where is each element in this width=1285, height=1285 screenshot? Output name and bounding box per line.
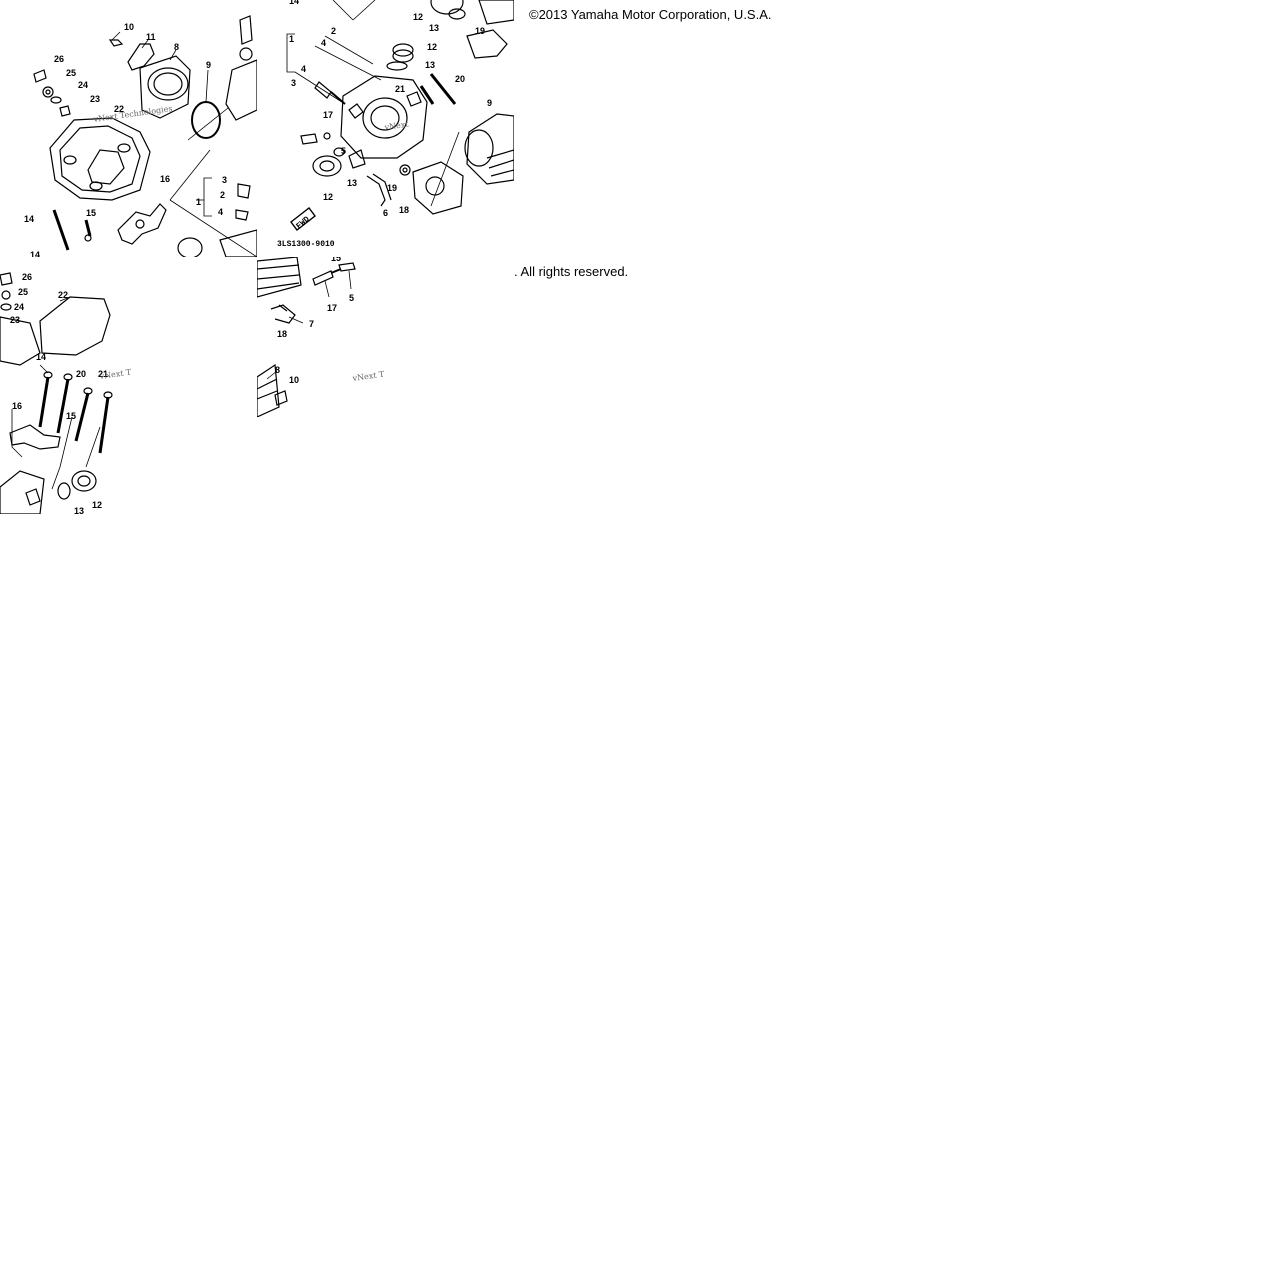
svg-text:7: 7 [309,319,314,329]
svg-text:25: 25 [66,68,76,78]
svg-text:14: 14 [24,214,34,224]
svg-text:18: 18 [277,329,287,339]
svg-text:6: 6 [383,208,388,218]
svg-text:8: 8 [174,42,179,52]
svg-text:17: 17 [327,303,337,313]
diagram-tile-rear-head: 26 25 24 23 22 14 20 21 15 16 12 13 vNex… [0,257,257,514]
svg-text:11: 11 [146,32,156,42]
svg-text:15: 15 [331,257,341,263]
svg-text:3: 3 [222,175,227,185]
svg-text:22: 22 [58,290,68,300]
svg-text:16: 16 [12,401,22,411]
svg-text:16: 16 [160,174,170,184]
svg-text:19: 19 [475,26,485,36]
svg-text:23: 23 [10,315,20,325]
svg-text:1: 1 [289,34,294,44]
svg-text:4: 4 [301,64,306,74]
svg-text:22: 22 [114,104,124,114]
svg-text:2: 2 [331,26,336,36]
svg-text:12: 12 [427,42,437,52]
svg-text:15: 15 [86,208,96,218]
cylinder-head-drawing: 14 2 1 4 12 13 12 13 19 3 4 17 21 20 9 5… [277,0,514,249]
svg-text:21: 21 [395,84,405,94]
svg-text:4: 4 [218,207,223,217]
svg-text:26: 26 [54,54,64,64]
svg-text:15: 15 [66,411,76,421]
diagram-tile-spark-plug: 15 17 5 7 18 8 10 vNext T [257,257,385,417]
svg-text:vNext Technologies: vNext Technologies [92,104,173,124]
svg-text:10: 10 [124,22,134,32]
svg-text:14: 14 [36,352,46,362]
svg-text:14: 14 [30,250,40,257]
svg-text:10: 10 [289,375,299,385]
svg-text:12: 12 [323,192,333,202]
copyright-text: ©2013 Yamaha Motor Corporation, U.S.A. [529,7,772,22]
rights-text: . All rights reserved. [514,264,629,279]
svg-text:vNext T: vNext T [351,370,385,384]
svg-text:20: 20 [76,369,86,379]
svg-text:20: 20 [455,74,465,84]
svg-text:9: 9 [206,60,211,70]
svg-text:1: 1 [196,197,201,207]
spark-plug-drawing: 15 17 5 7 18 8 10 vNext T [257,257,385,417]
svg-text:12: 12 [413,12,423,22]
diagram-tile-head-cover: 10 11 8 26 25 24 23 22 9 16 14 15 14 3 2… [0,0,257,257]
svg-text:13: 13 [425,60,435,70]
svg-text:14: 14 [289,0,299,6]
svg-text:26: 26 [22,272,32,282]
svg-text:12: 12 [92,500,102,510]
rear-head-drawing: 26 25 24 23 22 14 20 21 15 16 12 13 vNex… [0,272,132,514]
cylinder-head-cover-drawing: 10 11 8 26 25 24 23 22 9 16 14 15 14 3 2… [24,15,257,257]
part-number-label: 3LS1300-9010 [277,240,335,249]
svg-text:18: 18 [399,205,409,215]
svg-text:24: 24 [14,302,24,312]
svg-text:13: 13 [347,178,357,188]
svg-text:2: 2 [220,190,225,200]
svg-text:19: 19 [387,183,397,193]
svg-text:17: 17 [323,110,333,120]
svg-text:3: 3 [291,78,296,88]
svg-text:vNext: vNext [383,120,410,132]
svg-text:8: 8 [275,365,280,375]
svg-text:4: 4 [321,38,326,48]
diagram-tile-cylinder-head: 14 2 1 4 12 13 12 13 19 3 4 17 21 20 9 5… [257,0,514,257]
svg-text:9: 9 [487,98,492,108]
svg-text:24: 24 [78,80,88,90]
svg-text:25: 25 [18,287,28,297]
svg-text:13: 13 [429,23,439,33]
svg-text:13: 13 [74,506,84,514]
svg-text:23: 23 [90,94,100,104]
svg-text:21: 21 [98,369,108,379]
svg-text:5: 5 [349,293,354,303]
svg-text:5: 5 [341,146,346,156]
